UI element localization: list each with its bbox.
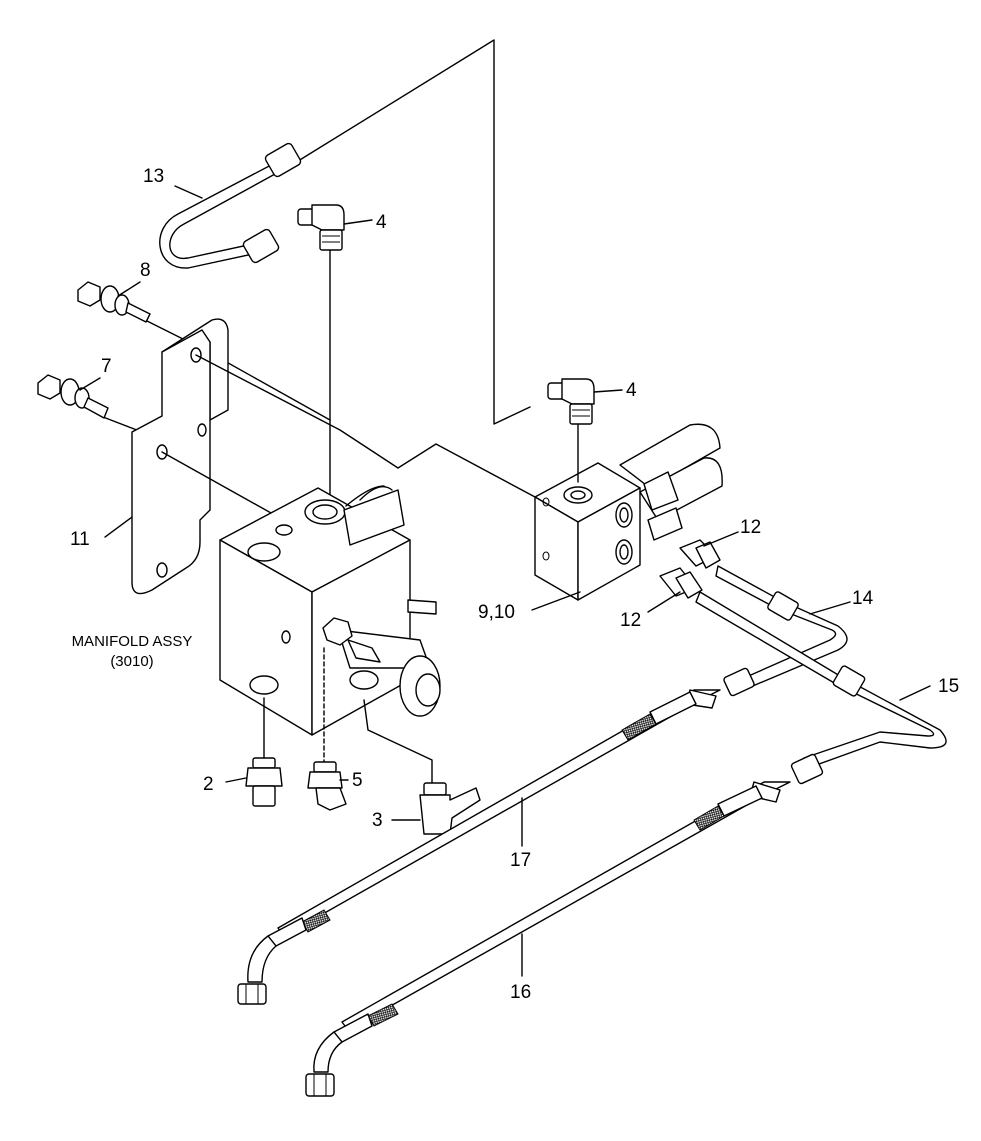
- tube-13: [159, 142, 302, 269]
- callout-2: 2: [203, 774, 214, 795]
- fitting-5: [307, 761, 347, 811]
- callout-7: 7: [101, 356, 112, 377]
- elbow-fitting-3: [419, 782, 481, 835]
- fitting-2: [245, 757, 283, 807]
- bracket-11: [131, 318, 536, 595]
- callout-leaders: [79, 185, 931, 977]
- callout-15: 15: [938, 676, 959, 697]
- manifold-assy: [219, 485, 441, 736]
- callout-8: 8: [140, 260, 151, 281]
- callout-5: 5: [352, 770, 363, 791]
- hose-17: [237, 689, 721, 1005]
- callout-labels: 13 4 8 7 4 12 11 9,10 12 14 15 2 5 3 17 …: [70, 166, 959, 1003]
- callout-4-upper: 4: [376, 212, 387, 233]
- fitting-12-upper: [679, 539, 721, 569]
- callout-4-lower: 4: [626, 380, 637, 401]
- fitting-12-lower: [659, 567, 703, 599]
- tube-14: [715, 565, 848, 697]
- manifold-part-number: (3010): [110, 653, 153, 670]
- elbow-fitting-4-lower: [547, 378, 595, 425]
- leader-line-top: [289, 39, 531, 501]
- tube-15: [695, 591, 947, 785]
- callout-9-10: 9,10: [478, 602, 515, 623]
- bolt-7: [37, 374, 143, 433]
- callout-12-upper: 12: [740, 517, 761, 538]
- callout-12-lower: 12: [620, 610, 641, 631]
- valve-block-9-10: [534, 423, 723, 601]
- manifold-leaders: [263, 647, 433, 786]
- elbow-fitting-4-upper: [297, 204, 345, 251]
- manifold-label: MANIFOLD ASSY: [72, 633, 193, 650]
- callout-3: 3: [372, 810, 383, 831]
- callout-16: 16: [510, 982, 531, 1003]
- callout-14: 14: [852, 588, 874, 609]
- callout-17: 17: [510, 850, 531, 871]
- callout-13: 13: [143, 166, 164, 187]
- hose-16: [305, 781, 791, 1097]
- callout-11: 11: [70, 529, 90, 550]
